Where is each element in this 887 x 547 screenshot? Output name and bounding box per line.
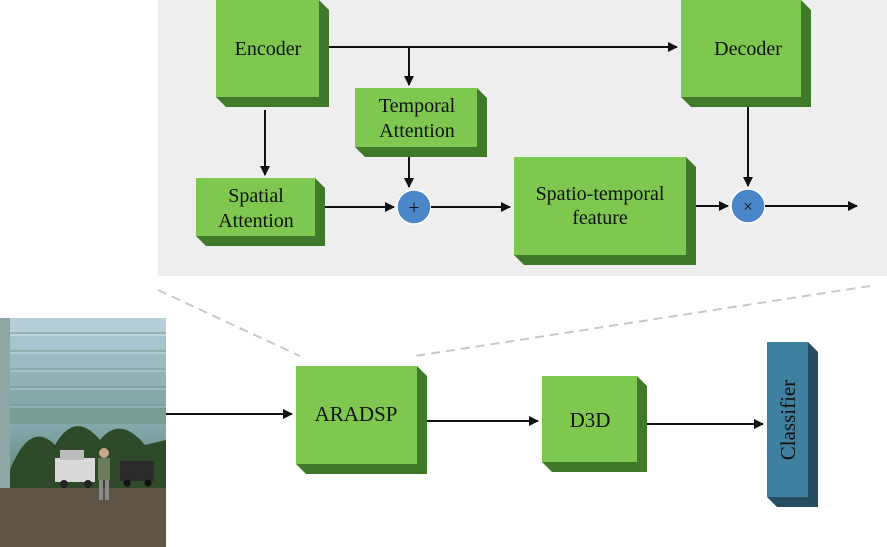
multiply-operator: × xyxy=(730,188,766,224)
spatial-attention-block: Spatial Attention xyxy=(196,178,325,246)
add-operator-symbol: + xyxy=(408,197,419,219)
temporal-attention-block: Temporal Attention xyxy=(355,88,487,157)
decoder-label: Decoder xyxy=(714,38,782,60)
d3d-label: D3D xyxy=(570,408,611,432)
aradsp-block: ARADSP xyxy=(296,366,427,474)
d3d-block: D3D xyxy=(542,376,647,472)
multiply-operator-symbol: × xyxy=(743,197,753,216)
spatiotemporal-label-line2: feature xyxy=(572,207,628,229)
decoder-block: Decoder xyxy=(681,0,811,107)
encoder-label: Encoder xyxy=(235,38,302,60)
spatial-attention-label-line1: Spatial xyxy=(228,185,284,207)
spatiotemporal-label-line1: Spatio-temporal xyxy=(536,183,665,205)
spatial-attention-label-line2: Attention xyxy=(218,210,294,232)
zoom-line-right xyxy=(414,285,871,357)
classifier-block: Classifier xyxy=(767,342,818,507)
encoder-block: Encoder xyxy=(216,0,329,107)
temporal-attention-label-line1: Temporal xyxy=(379,95,456,117)
temporal-attention-label-line2: Attention xyxy=(379,120,455,142)
zoom-line-left xyxy=(157,289,301,357)
add-operator: + xyxy=(396,189,432,225)
aradsp-label: ARADSP xyxy=(315,402,398,426)
spatiotemporal-feature-block: Spatio-temporal feature xyxy=(514,157,696,265)
input-video-frames xyxy=(0,318,166,547)
classifier-label: Classifier xyxy=(776,380,800,460)
